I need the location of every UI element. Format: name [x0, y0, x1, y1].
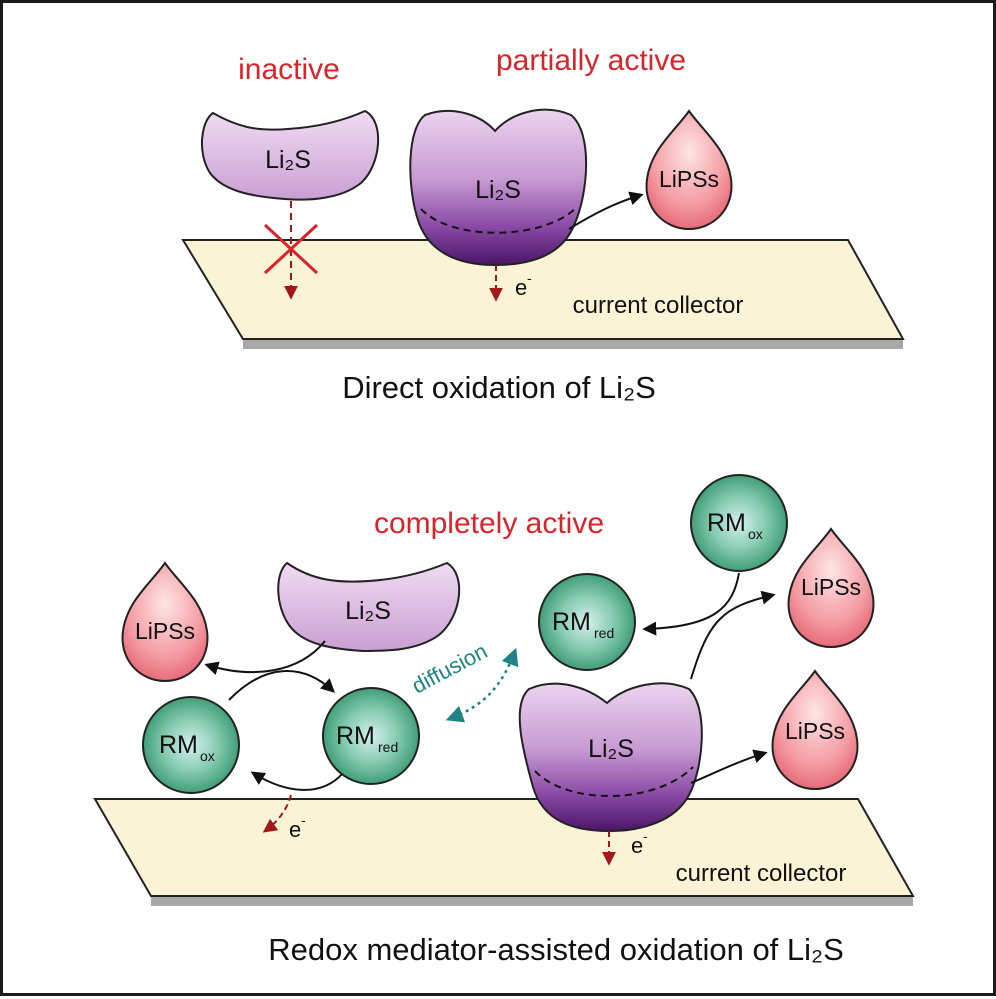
lipss-right-top-label: LiPSs — [801, 574, 861, 600]
lipss-left-label: LiPSs — [135, 618, 195, 644]
lipss-drop-right-bottom: LiPSs — [771, 669, 859, 791]
electron-label-top: e — [515, 275, 527, 300]
diffusion-path: diffusion — [408, 638, 519, 723]
li2s-partially-active-blob: Li₂S — [409, 108, 588, 267]
rm-ox-right: RM ox — [690, 474, 788, 572]
electron-right-sup: - — [643, 828, 648, 844]
li2s-inactive-label: Li₂S — [265, 146, 311, 174]
diffusion-label: diffusion — [408, 638, 492, 698]
li2s-partially-active-label: Li₂S — [475, 176, 521, 204]
label-inactive: inactive — [238, 53, 340, 86]
lipss-right-bottom-label: LiPSs — [785, 718, 845, 744]
li2s-active-blob-bottom-label: Li₂S — [588, 735, 634, 763]
electron-left-label: e — [289, 817, 301, 842]
current-collector-bottom — [93, 798, 915, 906]
li2s-oxidation-diagram: inactive partially active Li₂S Li₂S e - — [93, 44, 915, 967]
top-panel: inactive partially active Li₂S Li₂S e - — [181, 44, 905, 405]
lipss-drop-left: LiPSs — [121, 561, 209, 683]
caption-top: Direct oxidation of Li₂S — [342, 370, 656, 405]
lipss-drop-top: LiPSs — [645, 109, 733, 231]
rm-ox-right-sub: ox — [748, 526, 763, 542]
lipss-drop-right-top: LiPSs — [787, 527, 875, 649]
li2s-bean-bottom-label: Li₂S — [345, 597, 391, 625]
rm-cycle-right — [642, 572, 776, 680]
label-completely-active: completely active — [374, 507, 604, 540]
rm-red-left-main: RM — [336, 722, 375, 750]
rm-ox-left: RM ox — [142, 696, 240, 794]
lipss-label-top: LiPSs — [659, 166, 719, 192]
rm-ox-left-main: RM — [159, 731, 198, 759]
caption-bottom: Redox mediator-assisted oxidation of Li₂… — [268, 932, 844, 967]
li2s-inactive-bean: Li₂S — [200, 109, 379, 201]
rm-red-right: RM red — [538, 573, 636, 671]
arrow-to-lipss-bottom — [690, 749, 768, 784]
electron-transfer-top: e - — [489, 265, 532, 302]
rm-red-right-main: RM — [552, 608, 591, 636]
label-partially-active: partially active — [496, 44, 686, 77]
electron-right-label: e — [631, 833, 643, 858]
electron-transfer-right: e - — [602, 828, 648, 866]
rm-red-left: RM red — [322, 687, 420, 785]
rm-red-right-sub: red — [594, 625, 614, 641]
electron-transfer-left: e - — [262, 794, 306, 842]
bottom-panel: completely active Li₂S LiPSs RM ox RM re — [93, 474, 915, 967]
rm-red-left-sub: red — [378, 739, 398, 755]
li2s-active-blob-bottom: Li₂S — [518, 682, 703, 833]
rm-ox-left-sub: ox — [200, 748, 215, 764]
blocked-electron-path — [263, 201, 319, 300]
collector-label-top: current collector — [573, 292, 744, 319]
current-collector-top — [181, 239, 905, 349]
rm-ox-right-main: RM — [707, 509, 746, 537]
electron-sup-top: - — [527, 270, 532, 286]
electron-left-sup: - — [301, 812, 306, 828]
rm-cycle-left — [204, 640, 344, 791]
arrow-to-lipss-top — [568, 191, 644, 230]
collector-label-bottom: current collector — [676, 860, 847, 887]
li2s-bean-bottom: Li₂S — [277, 561, 461, 653]
